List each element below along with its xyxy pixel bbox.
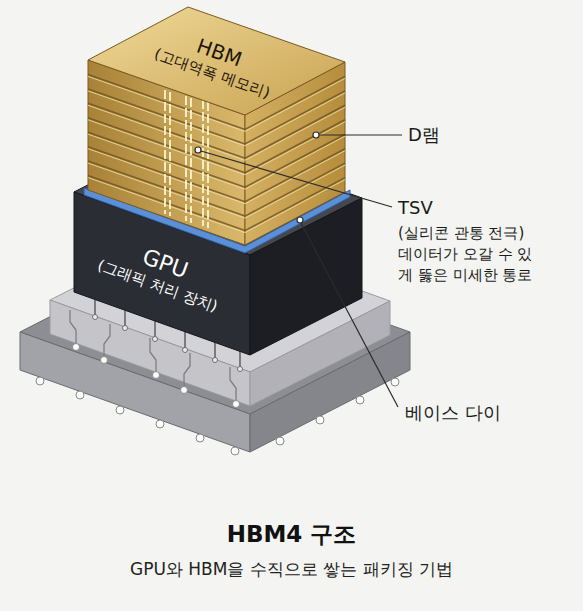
bump-dot: [123, 326, 128, 331]
micro-ball: [181, 387, 188, 394]
leader-line: [319, 134, 402, 135]
leader-dots: [195, 132, 319, 223]
solder-ball: [156, 420, 164, 428]
leader-dot: [313, 132, 319, 138]
solder-ball: [116, 406, 124, 414]
solder-ball: [196, 434, 204, 442]
diagram-caption: GPU와 HBM을 수직으로 쌓는 패키징 기법: [0, 559, 583, 579]
solder-ball: [276, 437, 284, 445]
solder-ball: [316, 416, 324, 424]
callout-label: TSV: [398, 197, 433, 219]
micro-ball: [233, 401, 240, 408]
callout-label: D램: [408, 124, 440, 146]
solder-ball: [76, 391, 84, 399]
solder-ball: [231, 447, 239, 455]
tsv-channels: [165, 90, 208, 228]
diagram-title: HBM4 구조: [0, 521, 583, 549]
micro-ball: [153, 372, 160, 379]
micro-ball: [101, 357, 108, 364]
leader-lines: [201, 135, 402, 407]
bump-dot: [93, 315, 98, 320]
leader-dot: [195, 147, 201, 153]
micro-ball: [73, 344, 80, 351]
leader-dot: [297, 217, 303, 223]
solder-ball: [391, 378, 399, 386]
bump-dot: [183, 348, 188, 353]
leader-line: [201, 151, 392, 207]
bump-dot: [153, 337, 158, 342]
solder-ball: [36, 377, 44, 385]
bump-dot: [213, 358, 218, 363]
leader-line: [301, 223, 398, 407]
callout-label: 베이스 다이: [405, 402, 501, 424]
bump-dot: [238, 367, 243, 372]
callout-note: (실리콘 관통 전극) 데이터가 오갈 수 있게 뚫은 미세한 통로: [398, 223, 540, 286]
solder-ball: [356, 396, 364, 404]
hbm-top: [88, 7, 345, 115]
